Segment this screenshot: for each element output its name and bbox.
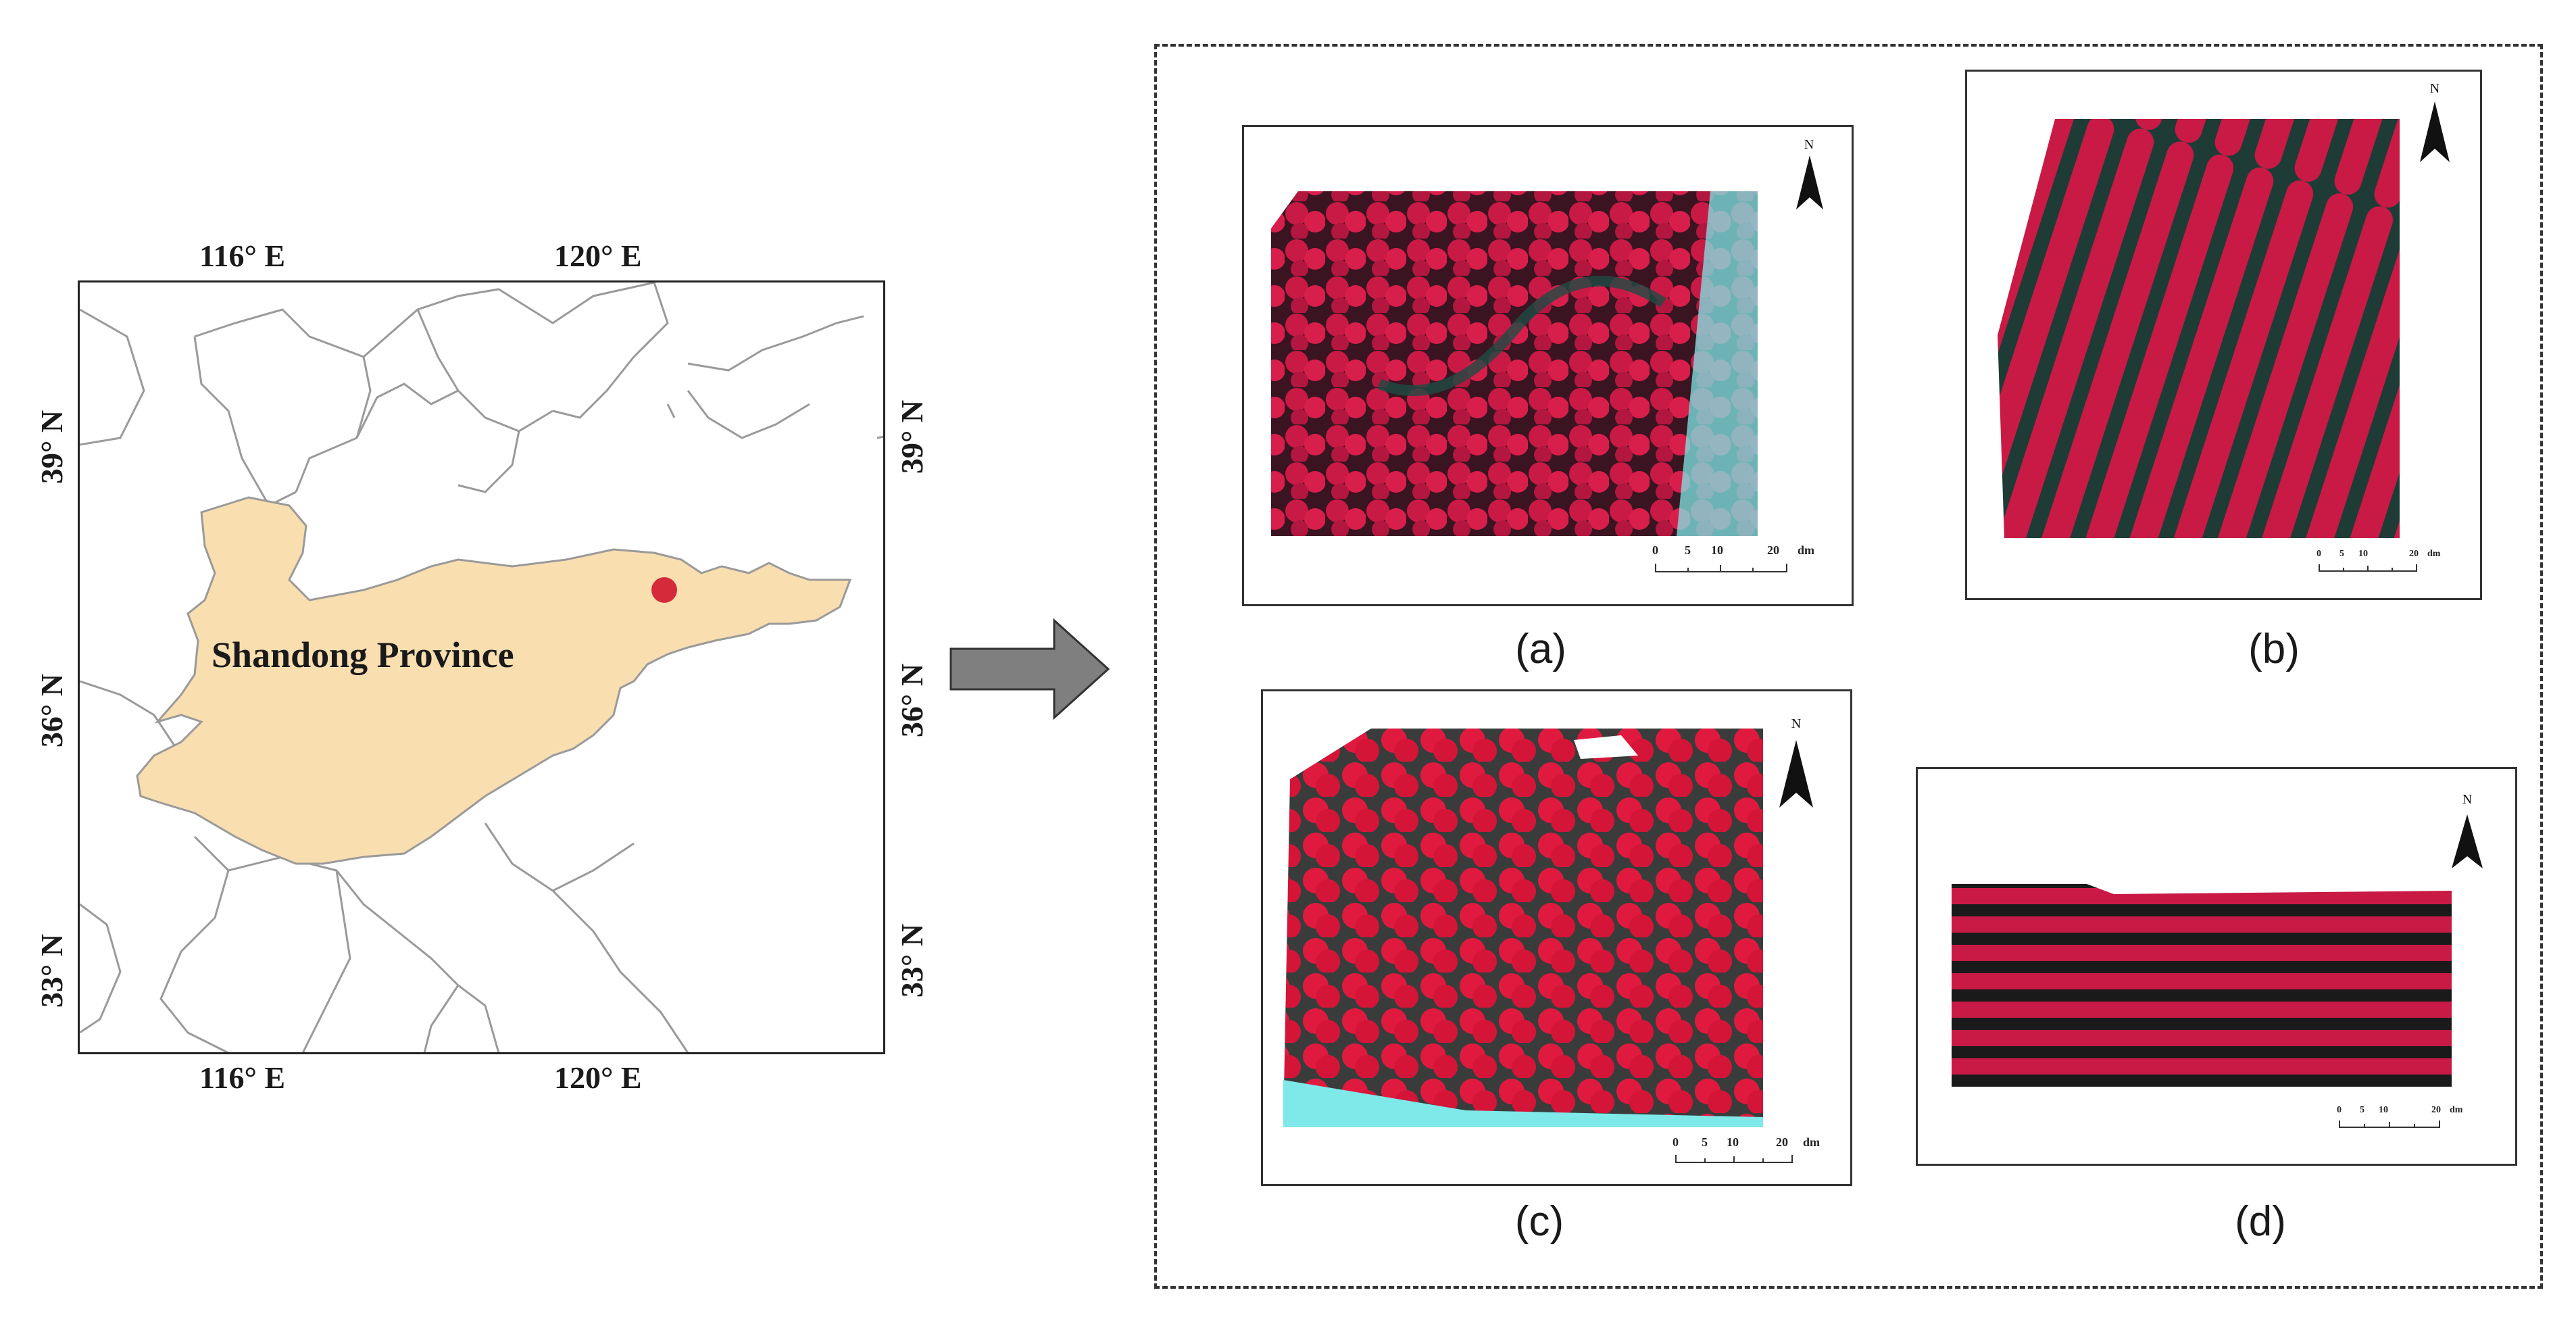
panel-d-frame [1916, 767, 2517, 1166]
panel-label-b: (b) [2248, 626, 2300, 672]
lat-label-right-39: 39° N [895, 399, 930, 474]
lat-label-left-36: 36° N [34, 673, 70, 748]
panel-d-image [1952, 884, 2452, 1087]
lon-label-bottom-120: 120° E [554, 1060, 642, 1095]
north-arrow-icon-b [2420, 101, 2450, 162]
panel-c-frame [1261, 689, 1852, 1186]
panel-c-image [1283, 729, 1763, 1127]
location-map: Shandong Province [78, 280, 885, 1054]
north-label-d: N [2462, 792, 2473, 807]
panel-label-c: (c) [1514, 1198, 1564, 1245]
province-label: Shandong Province [212, 635, 514, 675]
north-arrow-icon-c [1779, 740, 1813, 808]
north-arrow-icon-d [2452, 814, 2483, 868]
lat-label-left-33: 33° N [34, 933, 70, 1008]
shandong-province-shape [136, 496, 852, 865]
lat-label-left-39: 39° N [34, 410, 70, 485]
study-site-marker [651, 577, 677, 603]
panel-b-image [1998, 119, 2400, 538]
boundary-lines [80, 282, 883, 1052]
north-label-c: N [1791, 716, 1802, 731]
panel-label-d: (d) [2235, 1198, 2286, 1245]
panel-label-a: (a) [1515, 626, 1566, 672]
lat-label-right-36: 36° N [895, 663, 930, 738]
panel-a-frame [1242, 125, 1854, 606]
lon-label-bottom-116: 116° E [199, 1060, 286, 1095]
north-arrow-icon-a [1796, 155, 1823, 210]
north-label-a: N [1804, 137, 1814, 152]
lon-label-top-116: 116° E [199, 239, 286, 273]
lon-label-top-120: 120° E [554, 239, 642, 273]
panel-b-frame [1965, 70, 2482, 600]
lat-label-right-33: 33° N [895, 923, 930, 998]
north-label-b: N [2429, 81, 2440, 96]
right-arrow-icon [949, 618, 1110, 720]
panel-a-image [1271, 191, 1758, 536]
shandong-province-fill [136, 496, 852, 865]
study-area-panels [1154, 44, 2543, 1289]
